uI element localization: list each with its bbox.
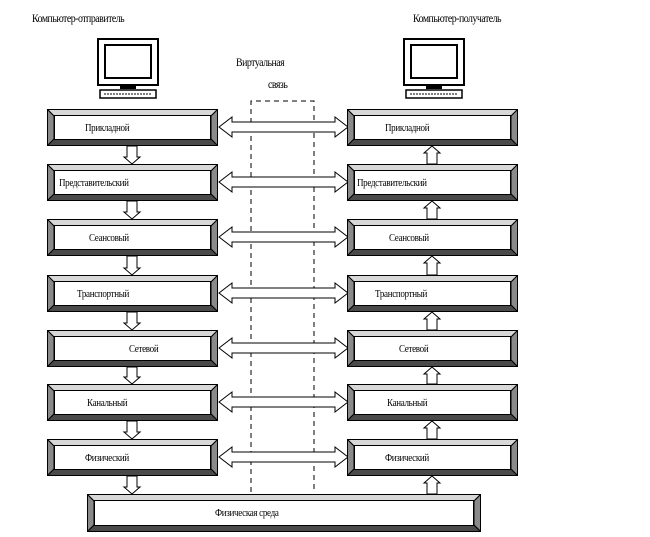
left-layer-4: Транспортный bbox=[47, 275, 218, 312]
down-arrow bbox=[122, 145, 142, 165]
layer-label: Сеансовый bbox=[89, 231, 129, 244]
up-arrow bbox=[422, 255, 442, 276]
layer-bevel bbox=[47, 164, 218, 201]
layer-label: Канальный bbox=[87, 396, 128, 409]
right-layer-1: Прикладной bbox=[347, 109, 518, 146]
up-arrow bbox=[422, 200, 442, 220]
layer-link-arrow bbox=[218, 390, 349, 414]
left-layer-1: Прикладной bbox=[47, 109, 218, 146]
layer-bevel bbox=[347, 330, 518, 367]
layer-label: Сетевой bbox=[129, 342, 159, 355]
layer-label: Транспортный bbox=[375, 287, 427, 300]
layer-link-arrow bbox=[218, 115, 349, 139]
layer-label: Физический bbox=[385, 451, 429, 464]
layer-label: Представительский bbox=[357, 176, 427, 189]
receiver-title: Компьютер-получатель bbox=[413, 11, 502, 25]
down-arrow bbox=[122, 200, 142, 220]
layer-bevel bbox=[347, 219, 518, 256]
virtual-link-label-2: связь bbox=[268, 77, 288, 91]
up-arrow bbox=[422, 311, 442, 331]
up-arrow bbox=[422, 420, 442, 440]
medium-bevel bbox=[87, 494, 481, 532]
right-layer-4: Транспортный bbox=[347, 275, 518, 312]
medium-label: Физическая среда bbox=[215, 507, 279, 519]
left-layer-2: Представительский bbox=[47, 164, 218, 201]
layer-label: Сетевой bbox=[399, 342, 429, 355]
layer-label: Прикладной bbox=[85, 121, 130, 134]
layer-link-arrow bbox=[218, 281, 349, 305]
layer-bevel bbox=[47, 219, 218, 256]
layer-label: Представительский bbox=[59, 176, 129, 189]
layer-bevel bbox=[47, 109, 218, 146]
layer-label: Сеансовый bbox=[389, 231, 429, 244]
layer-link-arrow bbox=[218, 336, 349, 360]
layer-link-arrow bbox=[218, 225, 349, 249]
layer-link-arrow bbox=[218, 170, 349, 194]
layer-bevel bbox=[47, 384, 218, 421]
receiver-computer-icon bbox=[403, 38, 465, 99]
left-layer-3: Сеансовый bbox=[47, 219, 218, 256]
up-arrow bbox=[422, 366, 442, 385]
left-layer-7: Физический bbox=[47, 439, 218, 476]
down-arrow bbox=[122, 366, 142, 385]
right-layer-5: Сетевой bbox=[347, 330, 518, 367]
down-arrow bbox=[122, 420, 142, 440]
up-arrow bbox=[422, 145, 442, 165]
virtual-link-label: Виртуальная bbox=[236, 55, 285, 69]
layer-bevel bbox=[347, 439, 518, 476]
layer-bevel bbox=[347, 275, 518, 312]
layer-bevel bbox=[347, 164, 518, 201]
down-arrow bbox=[122, 255, 142, 276]
left-layer-6: Канальный bbox=[47, 384, 218, 421]
layer-label: Транспортный bbox=[77, 287, 129, 300]
layer-bevel bbox=[47, 330, 218, 367]
right-layer-6: Канальный bbox=[347, 384, 518, 421]
physical-medium: Физическая среда bbox=[87, 494, 481, 532]
sender-title: Компьютер-отправитель bbox=[32, 11, 125, 25]
layer-label: Канальный bbox=[387, 396, 428, 409]
left-layer-5: Сетевой bbox=[47, 330, 218, 367]
layer-label: Прикладной bbox=[385, 121, 430, 134]
right-layer-3: Сеансовый bbox=[347, 219, 518, 256]
down-arrow bbox=[122, 311, 142, 331]
sender-computer-icon bbox=[97, 38, 159, 99]
down-arrow bbox=[122, 475, 142, 495]
layer-bevel bbox=[47, 439, 218, 476]
right-layer-2: Представительский bbox=[347, 164, 518, 201]
layer-bevel bbox=[347, 384, 518, 421]
layer-label: Физический bbox=[85, 451, 129, 464]
right-layer-7: Физический bbox=[347, 439, 518, 476]
layer-bevel bbox=[347, 109, 518, 146]
up-arrow bbox=[422, 475, 442, 495]
layer-link-arrow bbox=[218, 445, 349, 469]
